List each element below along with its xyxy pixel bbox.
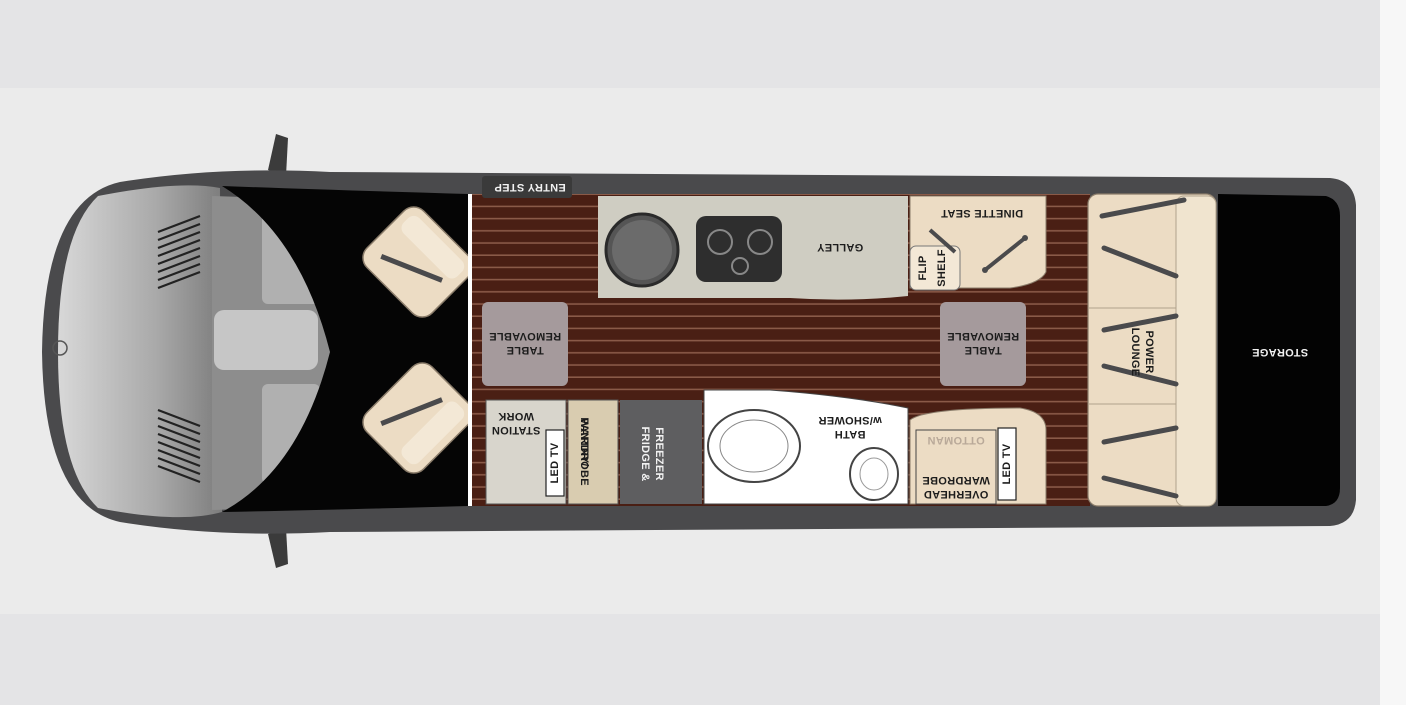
toilet-icon — [707, 409, 801, 483]
fridge-freezer-label-1: FRIDGE & — [639, 426, 651, 482]
removable-table-front — [482, 302, 568, 386]
vent-top-icon — [157, 214, 201, 290]
storage-area — [1218, 194, 1340, 506]
led-tv-front — [545, 429, 565, 497]
entry-step-label: ENTRY STEP — [494, 181, 566, 193]
bottom-background-band — [0, 614, 1380, 705]
pantry-wardrobe-label-2: WARDROBE — [578, 418, 590, 486]
led-tv-rear-label: LED TV — [1001, 443, 1013, 485]
driver-seat-top — [362, 206, 474, 318]
right-edge-strip — [1380, 0, 1406, 705]
passenger-seat-bottom — [362, 362, 474, 474]
flip-shelf-label-2: SHELF — [936, 249, 948, 287]
led-tv-rear — [997, 427, 1017, 501]
led-tv-front-label: LED TV — [549, 442, 561, 484]
storage-label: STORAGE — [1251, 346, 1309, 358]
flip-shelf — [909, 245, 961, 291]
removable-table-front-label-2: TABLE — [506, 344, 544, 356]
removable-table-front-label-1: REMOVABLE — [488, 330, 562, 342]
pantry-wardrobe — [567, 399, 619, 505]
stove-icon — [696, 216, 782, 282]
seatbelt-icon — [1099, 197, 1187, 499]
flip-shelf-label-1: FLIP — [917, 255, 929, 281]
mirror-top — [268, 134, 288, 176]
top-background-band — [0, 0, 1380, 88]
emblem-icon — [52, 340, 68, 356]
overhead-wardrobe-label-1: OVERHEAD — [923, 488, 989, 500]
entry-step — [482, 176, 572, 198]
dashboard-console — [214, 310, 318, 370]
removable-table-rear-label-1: REMOVABLE — [946, 330, 1020, 342]
dinette-seat-label: DINETTE SEAT — [940, 207, 1024, 219]
mirror-bottom — [268, 528, 288, 568]
bath-label-1: BATH — [834, 428, 866, 440]
power-lounge-label-1: POWER — [1143, 330, 1155, 374]
galley-label: GALLEY — [816, 241, 864, 253]
vent-bottom-icon — [157, 408, 201, 484]
ottoman-label: OTTOMAN — [927, 434, 985, 446]
removable-table-rear — [940, 302, 1026, 386]
fridge-freezer-label-2: FREEZER — [653, 427, 665, 481]
shower-drain-icon — [849, 447, 899, 501]
fridge-freezer — [620, 400, 702, 504]
work-station-label-1: WORK — [497, 410, 535, 422]
work-station-label-2: STATION — [491, 424, 541, 436]
bath-label-2: w/SHOWER — [818, 414, 882, 426]
power-lounge-label-2: LOUNGE — [1129, 327, 1141, 377]
overhead-wardrobe-label-2: WARDROBE — [922, 474, 990, 486]
removable-table-rear-label-2: TABLE — [964, 344, 1002, 356]
hood — [58, 185, 222, 518]
